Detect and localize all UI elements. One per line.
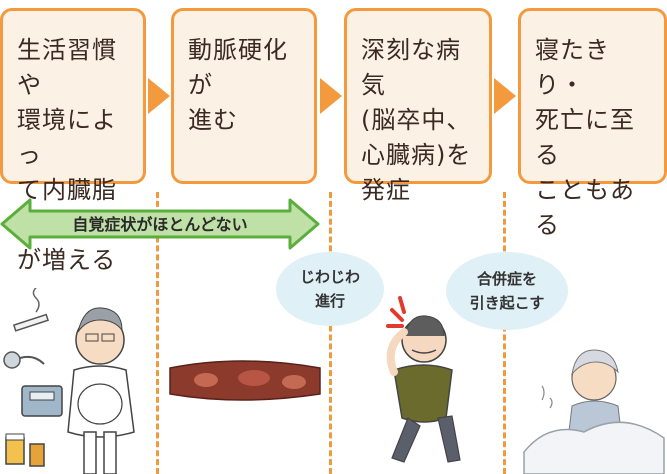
patient-in-pain-illustration [386, 296, 461, 463]
beer-icon [5, 433, 45, 467]
step-arteriosclerosis: 動脈硬化が 進む [171, 8, 317, 184]
flow-arrowhead-icon [148, 78, 170, 114]
overweight-man-figure [67, 307, 135, 474]
stage-divider [503, 192, 506, 474]
stage-divider [329, 192, 332, 474]
bedridden-person-illustration [523, 349, 665, 474]
double-arrow-icon [0, 198, 320, 250]
stage-divider [156, 192, 159, 474]
step-serious-disease: 深刻な病気 (脳卒中、 心臓病)を 発症 [344, 8, 492, 204]
lifestyle-illustration [3, 288, 135, 474]
pain-spark-icon [386, 296, 406, 328]
flow-arrowhead-icon [320, 78, 342, 114]
flow-arrowhead-icon [494, 78, 516, 114]
progress-bubble: じわじわ 進行 [276, 252, 384, 326]
cigarette-icon [12, 288, 49, 332]
no-symptoms-banner: 自覚症状がほとんどない [0, 198, 320, 250]
step-bedridden-death: 寝たきり・ 死亡に至る こともある [518, 8, 667, 239]
stethoscope-icon [3, 351, 45, 369]
scale-icon [21, 385, 63, 417]
banner-label: 自覚症状がほとんどない [72, 215, 247, 234]
clogged-artery-illustration [169, 360, 321, 401]
step-visceral-fat: 生活習慣や 環境によっ て内臓脂肪 が増える [0, 8, 146, 274]
complication-bubble: 合併症を 引き起こす [446, 252, 568, 330]
